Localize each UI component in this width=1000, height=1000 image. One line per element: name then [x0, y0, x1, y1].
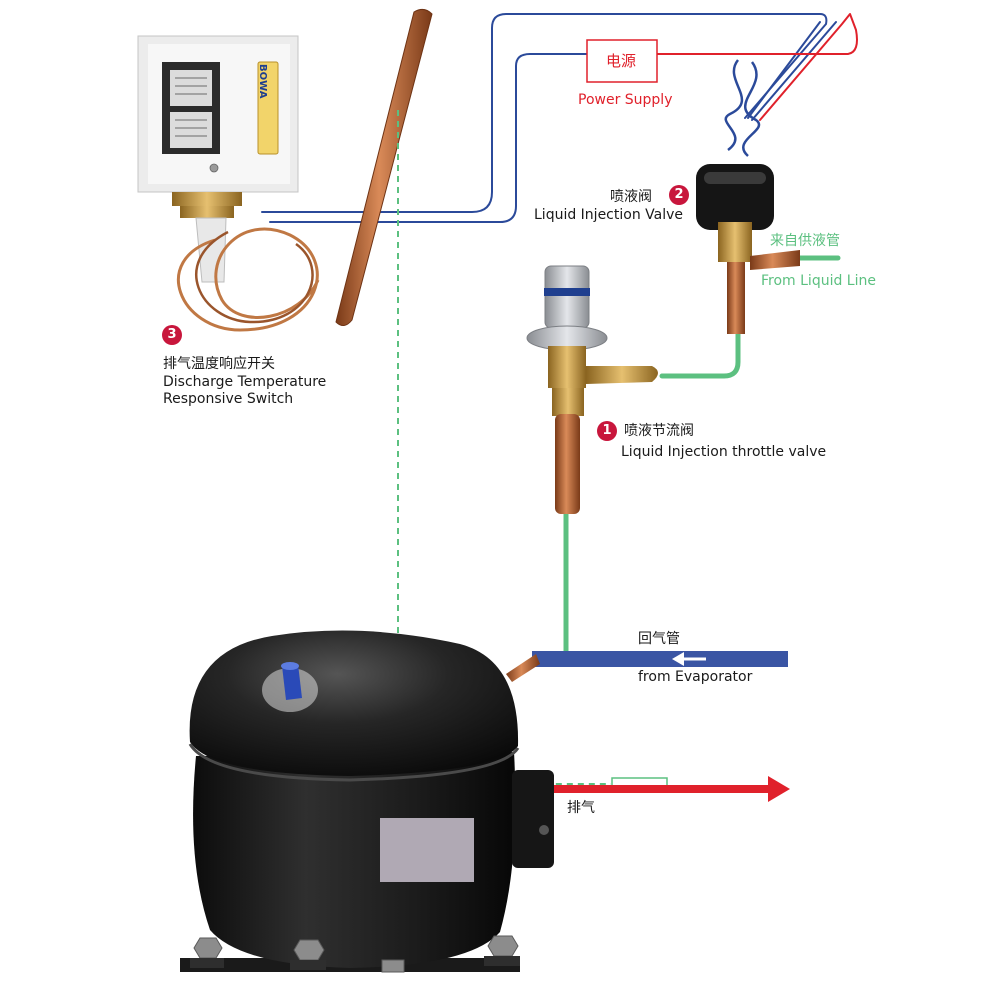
badge-3: 3: [162, 325, 182, 345]
discharge-label-cn: 排气: [567, 800, 595, 816]
valve-outlet-pipe: [727, 262, 745, 334]
liquid-line-label-en: From Liquid Line: [761, 273, 876, 289]
suction-inlet-pipe: [506, 654, 540, 682]
liquid-lines: [563, 255, 841, 657]
switch-bellows: [195, 217, 227, 283]
switch-label-en-line2: Responsive Switch: [163, 391, 294, 407]
wire-red-supply: [655, 13, 858, 121]
switch-label-en-line1: Discharge Temperature: [163, 374, 327, 390]
valve-inlet-pipe: [750, 250, 800, 270]
badge-1: 1: [597, 421, 617, 441]
wire-to-valve-b: [751, 21, 837, 121]
switch-screw: [209, 163, 219, 173]
suction-line-label-en: from Evaporator: [638, 669, 753, 685]
terminal-box: [512, 770, 554, 868]
valve-to-throttle-line: [659, 325, 741, 379]
control-wiring: [261, 13, 858, 223]
badge-2: 2: [669, 185, 689, 205]
solenoid-wire-coil: [724, 59, 761, 157]
temperature-probe: [335, 8, 433, 326]
liquid-injection-valve: [696, 59, 800, 334]
switch-brand-text: BOWA: [257, 64, 268, 99]
throttle-outlet-pipe: [555, 414, 580, 514]
wire-inner: [269, 53, 589, 223]
throttle-valve-label-cn: 喷液节流阀: [624, 423, 694, 439]
suction-line-bar: [532, 651, 788, 667]
mounting-bolts: [193, 935, 519, 973]
discharge-temperature-switch: [137, 35, 320, 332]
compressor-body: [193, 752, 516, 968]
compressor-dome: [189, 630, 519, 776]
discharge-line: [516, 776, 790, 802]
liquid-injection-valve-label-en: Liquid Injection Valve: [534, 207, 684, 223]
throttle-valve-label-en: Liquid Injection throttle valve: [621, 444, 827, 460]
capillary-coil: [176, 227, 320, 332]
throttle-inlet-pipe: [586, 366, 658, 384]
liquid-injection-throttle-valve: [526, 265, 658, 514]
compressor-label-plate: [380, 818, 474, 882]
power-supply-label-en: Power Supply: [578, 92, 673, 108]
switch-label-cn: 排气温度响应开关: [163, 356, 275, 372]
power-supply-label-cn: 电源: [606, 52, 637, 70]
discharge-arrow-icon: [768, 776, 790, 802]
wire-to-valve-a: [747, 21, 821, 119]
wire-outer: [261, 13, 828, 213]
process-tube: [282, 664, 302, 700]
liquid-injection-valve-label-cn: 喷液阀: [610, 189, 652, 205]
bowa-logo-plate: [257, 61, 279, 155]
power-supply-box: [586, 39, 658, 83]
flow-arrow-left-icon: [672, 652, 706, 666]
liquid-line-label-cn: 来自供液管: [770, 233, 840, 249]
compressor: [180, 630, 554, 973]
suction-line-label-cn: 回气管: [638, 631, 680, 647]
